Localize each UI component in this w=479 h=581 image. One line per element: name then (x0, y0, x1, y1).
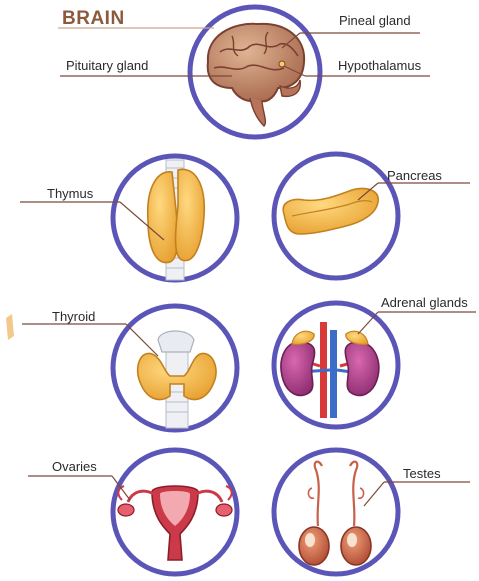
label-pituitary-gland: Pituitary gland (66, 59, 148, 72)
brain-heading: BRAIN (62, 9, 125, 28)
label-hypothalamus: Hypothalamus (338, 59, 421, 72)
adrenal-group (274, 303, 476, 427)
label-thymus: Thymus (47, 187, 93, 200)
label-pancreas: Pancreas (387, 169, 442, 182)
right-kidney (345, 342, 379, 396)
edge-fragment (6, 314, 14, 340)
label-adrenal-glands: Adrenal glands (381, 296, 468, 309)
thymus-left-lobe (148, 172, 178, 263)
label-thyroid: Thyroid (52, 310, 95, 323)
left-ovary (118, 504, 134, 516)
right-testis (341, 527, 371, 565)
label-testes: Testes (403, 467, 441, 480)
thymus-group (20, 156, 237, 280)
testes-ring (274, 450, 398, 574)
left-testis (299, 527, 329, 565)
right-ovary (216, 504, 232, 516)
left-kidney (281, 342, 315, 396)
label-ovaries: Ovaries (52, 460, 97, 473)
thyroid-group (6, 306, 237, 430)
label-pineal-gland: Pineal gland (339, 14, 411, 27)
